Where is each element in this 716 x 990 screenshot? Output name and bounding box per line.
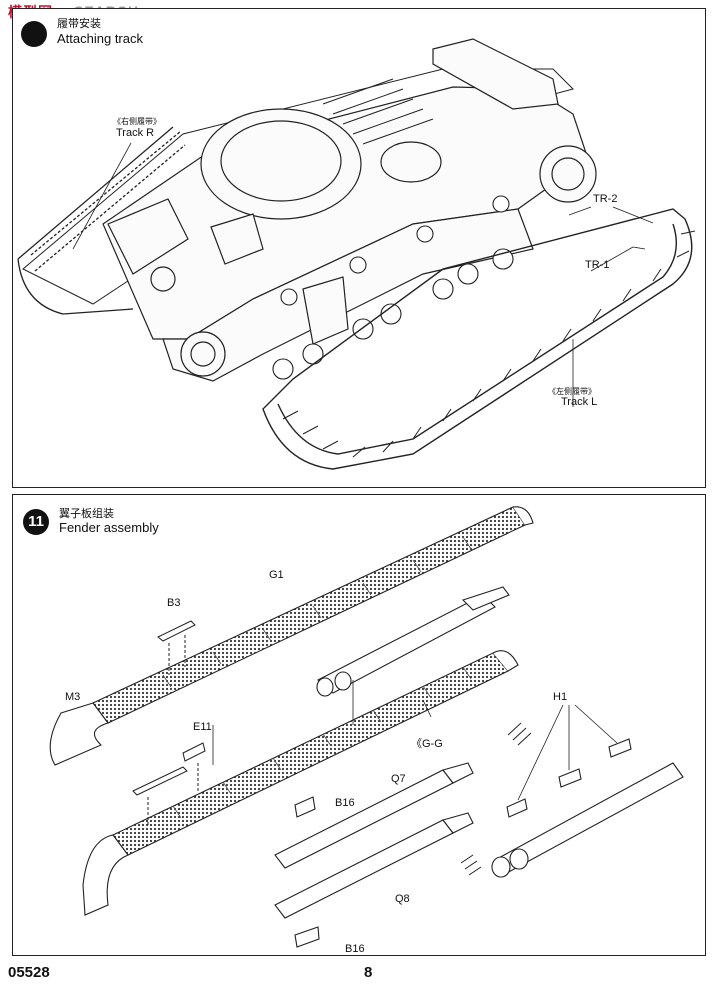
step-number-badge: 11 [23, 509, 49, 535]
step-fender-assembly-panel: 11 翼子板组装 Fender assembly [12, 494, 706, 956]
step-title-en: Attaching track [57, 31, 143, 46]
step-title-zh-bottom: 翼子板组装 [59, 507, 114, 520]
b16-bottom-label: B16 [345, 943, 365, 955]
tank-track-illustration [17, 38, 696, 470]
kit-number: 05528 [8, 964, 50, 981]
m3-label: M3 [65, 691, 81, 703]
h1-label: H1 [553, 691, 568, 703]
page-number: 8 [364, 964, 373, 981]
track-l-label-zh: 《左侧履带》 [548, 387, 596, 396]
tr1-label: TR-1 [585, 259, 610, 271]
fender-assembly-illustration [49, 506, 684, 948]
track-r-label: Track R [116, 127, 155, 139]
step-title-zh: 履带安装 [57, 17, 101, 30]
q8-label: Q8 [395, 893, 410, 905]
b3-label: B3 [167, 597, 181, 609]
b16-top-label: B16 [335, 797, 355, 809]
track-l-label: Track L [561, 396, 598, 408]
step-title-en-bottom: Fender assembly [59, 520, 159, 535]
tr2-label: TR-2 [593, 193, 618, 205]
e11-label: E11 [193, 721, 212, 733]
g1-label: G1 [269, 569, 284, 581]
step-number-badge-top [21, 21, 47, 47]
q7-label: Q7 [391, 773, 406, 785]
step-attaching-track-panel: 履带安装 Attaching track [12, 8, 706, 488]
g-g-label: 《G-G [411, 738, 443, 750]
track-r-label-zh: 《右侧履带》 [113, 117, 161, 126]
